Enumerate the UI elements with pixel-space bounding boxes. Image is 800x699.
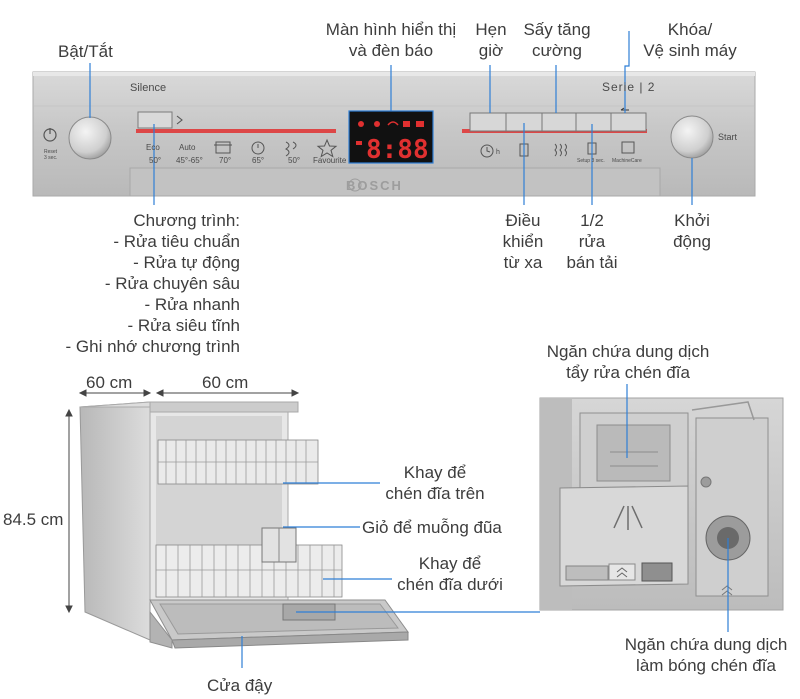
control-panel (32, 71, 756, 197)
program-led-strip (136, 129, 336, 133)
rinse-aid-label: Ngăn chứa dung dịch làm bóng chén đĩa (624, 635, 788, 675)
half-load-button[interactable] (575, 112, 612, 132)
start-knob[interactable] (670, 115, 714, 159)
svg-text:3 sec.: 3 sec. (44, 155, 57, 161)
display-screen (348, 110, 434, 164)
reset-label: Reset (44, 149, 58, 155)
silence-program-icon (285, 141, 297, 157)
lower-rack (155, 544, 343, 598)
lid-latch[interactable] (641, 562, 673, 582)
rinse-aid-tank (695, 417, 769, 597)
upper-rack-label: Khay để chén đĩa trên (385, 463, 485, 503)
wash-icon (613, 505, 643, 530)
dimension-arrows (65, 389, 300, 614)
program-temp-label: 50° (288, 156, 300, 165)
intensive-icon (214, 141, 232, 154)
display-indicator-icons (356, 121, 424, 145)
closeup-leader-lines (626, 384, 729, 632)
program-temp-label: 65° (252, 156, 264, 165)
clock-icon (480, 144, 494, 158)
upper-rack (157, 439, 319, 485)
programs-list: Chương trình: - Rửa tiêu chuẩn - Rửa tự … (20, 210, 240, 357)
display-digits: 8:88 (366, 135, 429, 165)
quick-icon (251, 141, 265, 155)
program-arrow-icon (176, 115, 183, 125)
display-label: Màn hình hiển thị và đèn báo (325, 20, 457, 60)
leader-lines (89, 31, 693, 205)
setup-label: Setup 3 sec. (577, 158, 605, 164)
machinecare-label: MachineCare (612, 158, 642, 164)
door-label: Cửa đậy (207, 676, 273, 695)
program-button[interactable] (137, 111, 173, 129)
program-temp-label: 70° (219, 156, 231, 165)
dispenser-closeup (539, 397, 784, 611)
program-item: - Rửa nhanh (144, 295, 241, 314)
program-temp-label: 45°-65° (176, 156, 203, 165)
timer-h-label: h (496, 149, 500, 156)
serie-label: Serie | 2 (602, 80, 655, 94)
timer-button[interactable] (469, 112, 507, 132)
lock-button[interactable] (610, 112, 647, 132)
start-label: Start (718, 132, 738, 142)
program-item: - Ghi nhớ chương trình (65, 337, 240, 356)
start-label-vn: Khởi động (673, 211, 711, 251)
program-temp-label: 50° (149, 156, 161, 165)
dishwasher-leader-lines (241, 482, 540, 668)
extra-dry-button[interactable] (541, 112, 577, 132)
power-icon (43, 128, 57, 142)
machine-care-icon (621, 141, 635, 154)
favourite-star-icon (316, 138, 338, 158)
program-temp-label: Favourite (313, 156, 347, 165)
option-buttons (469, 112, 647, 132)
dishwasher-illustration (65, 389, 409, 649)
cutlery-basket-label: Giỏ để muỗng đũa (362, 518, 502, 537)
timer-label: Hẹn giờ (475, 20, 507, 60)
remote-label: Điều khiển từ xa (502, 211, 544, 272)
dispenser-lid (559, 485, 689, 587)
half-load-label: 1/2 rửa bán tải (566, 211, 618, 272)
width-dimension-label: 60 cm (202, 373, 249, 392)
program-item: - Rửa siêu tĩnh (127, 316, 240, 335)
power-label: Bật/Tắt (58, 42, 113, 61)
extra-dry-label: Sấy tăng cường (523, 20, 591, 60)
detergent-label: Ngăn chứa dung dịch tẩy rửa chén đĩa (546, 342, 710, 382)
programs-title: Chương trình: (133, 211, 240, 230)
program-item: - Rửa tiêu chuẩn (113, 232, 240, 251)
lock-label: Khóa/ Vệ sinh máy (643, 20, 737, 60)
power-knob[interactable] (68, 116, 112, 160)
program-item: - Rửa chuyên sâu (104, 274, 240, 293)
height-dimension-label: 84.5 cm (3, 510, 64, 529)
program-auto-label: Auto (179, 143, 196, 152)
program-eco-label: Eco (146, 143, 160, 152)
lower-rack-label: Khay để chén đĩa dưới (397, 554, 503, 594)
depth-dimension-label: 60 cm (86, 373, 133, 392)
silence-label: Silence (130, 82, 166, 94)
extra-dry-icon (554, 143, 567, 157)
program-item: - Rửa tự động (133, 253, 240, 272)
